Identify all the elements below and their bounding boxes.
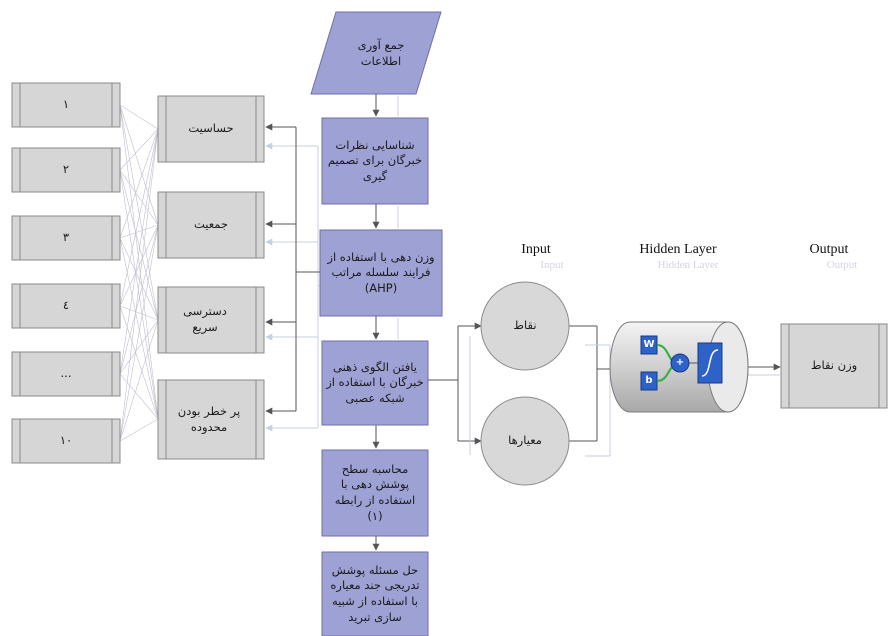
step-box-2 bbox=[319, 229, 443, 317]
step-label-5: حل مسئله پوشش تدریجی جند معیاره با استفا… bbox=[330, 562, 420, 624]
bias-symbol: b bbox=[645, 375, 653, 387]
output-label: وزن نقاط bbox=[810, 358, 858, 373]
criteria-box-3 bbox=[157, 286, 265, 354]
output-header-shadow: Output bbox=[826, 259, 858, 271]
input-node-criteria bbox=[480, 396, 570, 486]
criteria-label-1: حساسیت bbox=[188, 121, 234, 136]
input-node-points bbox=[480, 281, 570, 371]
mesh-line bbox=[119, 373, 159, 420]
mesh-line bbox=[119, 305, 159, 420]
criteria-box-1 bbox=[157, 95, 265, 163]
criteria-box-2 bbox=[157, 191, 265, 259]
mesh-line bbox=[119, 224, 159, 442]
mesh-line bbox=[119, 224, 159, 375]
mesh-line bbox=[119, 128, 159, 375]
input-box-5 bbox=[11, 351, 121, 397]
sigmoid-icon bbox=[701, 349, 719, 377]
input-label-6: ١٠ bbox=[59, 433, 73, 448]
step-label-4: محاسبه سطح پوشش دهی با استفاده از رابطه … bbox=[334, 461, 416, 523]
mesh-line bbox=[119, 224, 159, 239]
mesh-line bbox=[119, 104, 159, 226]
sum-symbol: + bbox=[675, 357, 685, 369]
input-node-points-label: نقاط bbox=[513, 318, 537, 333]
mesh-line bbox=[119, 104, 159, 130]
mesh-line bbox=[119, 169, 159, 420]
output-box bbox=[780, 323, 888, 409]
mesh-line bbox=[119, 128, 159, 239]
data-collection-label: جمع آوری اطلاعات bbox=[357, 38, 405, 68]
step-box-4 bbox=[321, 449, 429, 537]
step-label-2: وزن دهی با استفاده از فرایند سلسله مراتب… bbox=[327, 249, 435, 295]
process-flow bbox=[310, 11, 443, 636]
data-collection-parallelogram bbox=[310, 11, 442, 95]
input-box-2 bbox=[11, 147, 121, 193]
input-box-4 bbox=[11, 283, 121, 329]
mesh-line bbox=[119, 169, 159, 226]
criteria-ghost-arrows bbox=[265, 142, 330, 432]
ahp-to-criteria-arrows bbox=[265, 123, 320, 415]
input-box-6 bbox=[11, 418, 121, 464]
step-box-5 bbox=[321, 551, 429, 636]
mesh-line bbox=[119, 237, 159, 420]
input-boxes bbox=[11, 82, 121, 464]
hidden-layer-header: Hidden Layer bbox=[639, 242, 717, 257]
input-label-2: ٢ bbox=[62, 162, 70, 177]
step-box-3 bbox=[321, 340, 429, 426]
input-box-1 bbox=[11, 82, 121, 128]
mesh-line bbox=[119, 169, 159, 321]
mesh-line bbox=[119, 319, 159, 442]
mesh-line bbox=[119, 305, 159, 321]
criteria-box-4 bbox=[157, 379, 265, 460]
input-box-3 bbox=[11, 215, 121, 261]
input-label-3: ٣ bbox=[62, 230, 70, 245]
step-label-1: شناسایی نظرات خبرگان برای تصمیم گیری bbox=[327, 137, 423, 183]
hidden-layer-header-shadow: Hidden Layer bbox=[657, 259, 719, 271]
output-header: Output bbox=[809, 242, 849, 257]
hidden-layer-block bbox=[609, 321, 749, 413]
step-label-3: یافتن الگوی ذهنی خبرگان با استفاده از شب… bbox=[326, 359, 424, 405]
step-box-1 bbox=[321, 117, 429, 205]
mesh-line bbox=[119, 319, 159, 375]
input-label-5: ... bbox=[60, 366, 72, 381]
criteria-label-3: دسترسی سریع bbox=[183, 304, 227, 334]
input-header-shadow: Input bbox=[540, 259, 564, 271]
input-label-4: ٤ bbox=[62, 298, 70, 313]
mesh-line bbox=[119, 418, 159, 442]
mesh-line bbox=[119, 224, 159, 307]
mesh-line bbox=[119, 128, 159, 442]
criteria-label-4: پر خطر بودن محدوده bbox=[177, 403, 241, 434]
input-label-1: ١ bbox=[62, 97, 70, 112]
weight-symbol: W bbox=[643, 339, 655, 351]
mesh-line bbox=[119, 237, 159, 321]
input-node-criteria-label: معیارها bbox=[508, 433, 542, 448]
mesh-line bbox=[119, 128, 159, 171]
input-criteria-connections bbox=[119, 104, 159, 442]
mesh-line bbox=[119, 104, 159, 420]
input-header: Input bbox=[521, 242, 551, 257]
criteria-boxes bbox=[157, 95, 265, 460]
mesh-line bbox=[119, 104, 159, 321]
criteria-label-2: جمعیت bbox=[193, 217, 229, 232]
mesh-line bbox=[119, 128, 159, 307]
